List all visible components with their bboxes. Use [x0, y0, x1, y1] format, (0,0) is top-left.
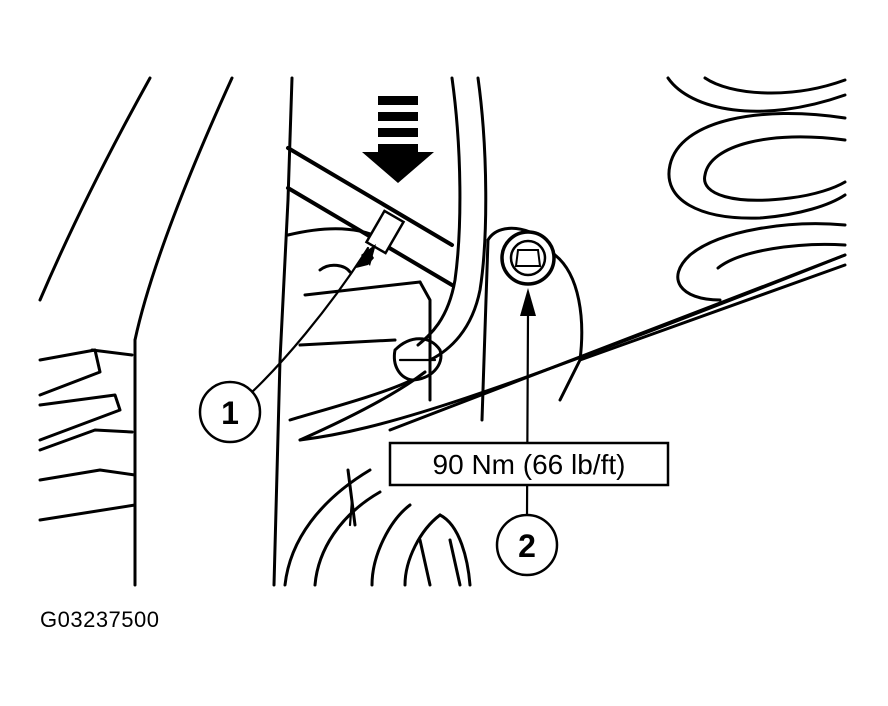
callout-1-label: 1: [221, 395, 239, 431]
lower-arm: [298, 253, 847, 442]
frame-rail: [272, 76, 382, 587]
coil-spring: [666, 76, 847, 302]
torque-spec-box: 90 Nm (66 lb/ft): [388, 441, 670, 487]
bolt-icon: [500, 230, 556, 286]
clip-icon: [288, 337, 443, 442]
lower-details: [283, 468, 472, 587]
hydraulic-line: [286, 76, 488, 362]
callout-2-label: 2: [518, 528, 536, 564]
callout-2: 2: [495, 513, 559, 577]
callout-1: 1: [198, 380, 262, 444]
push-direction-arrow-icon: [362, 96, 434, 183]
mounting-bracket: [298, 226, 584, 422]
figure-code: G03237500: [40, 607, 160, 632]
left-structure: [38, 76, 234, 587]
torque-spec-label: 90 Nm (66 lb/ft): [433, 449, 626, 480]
